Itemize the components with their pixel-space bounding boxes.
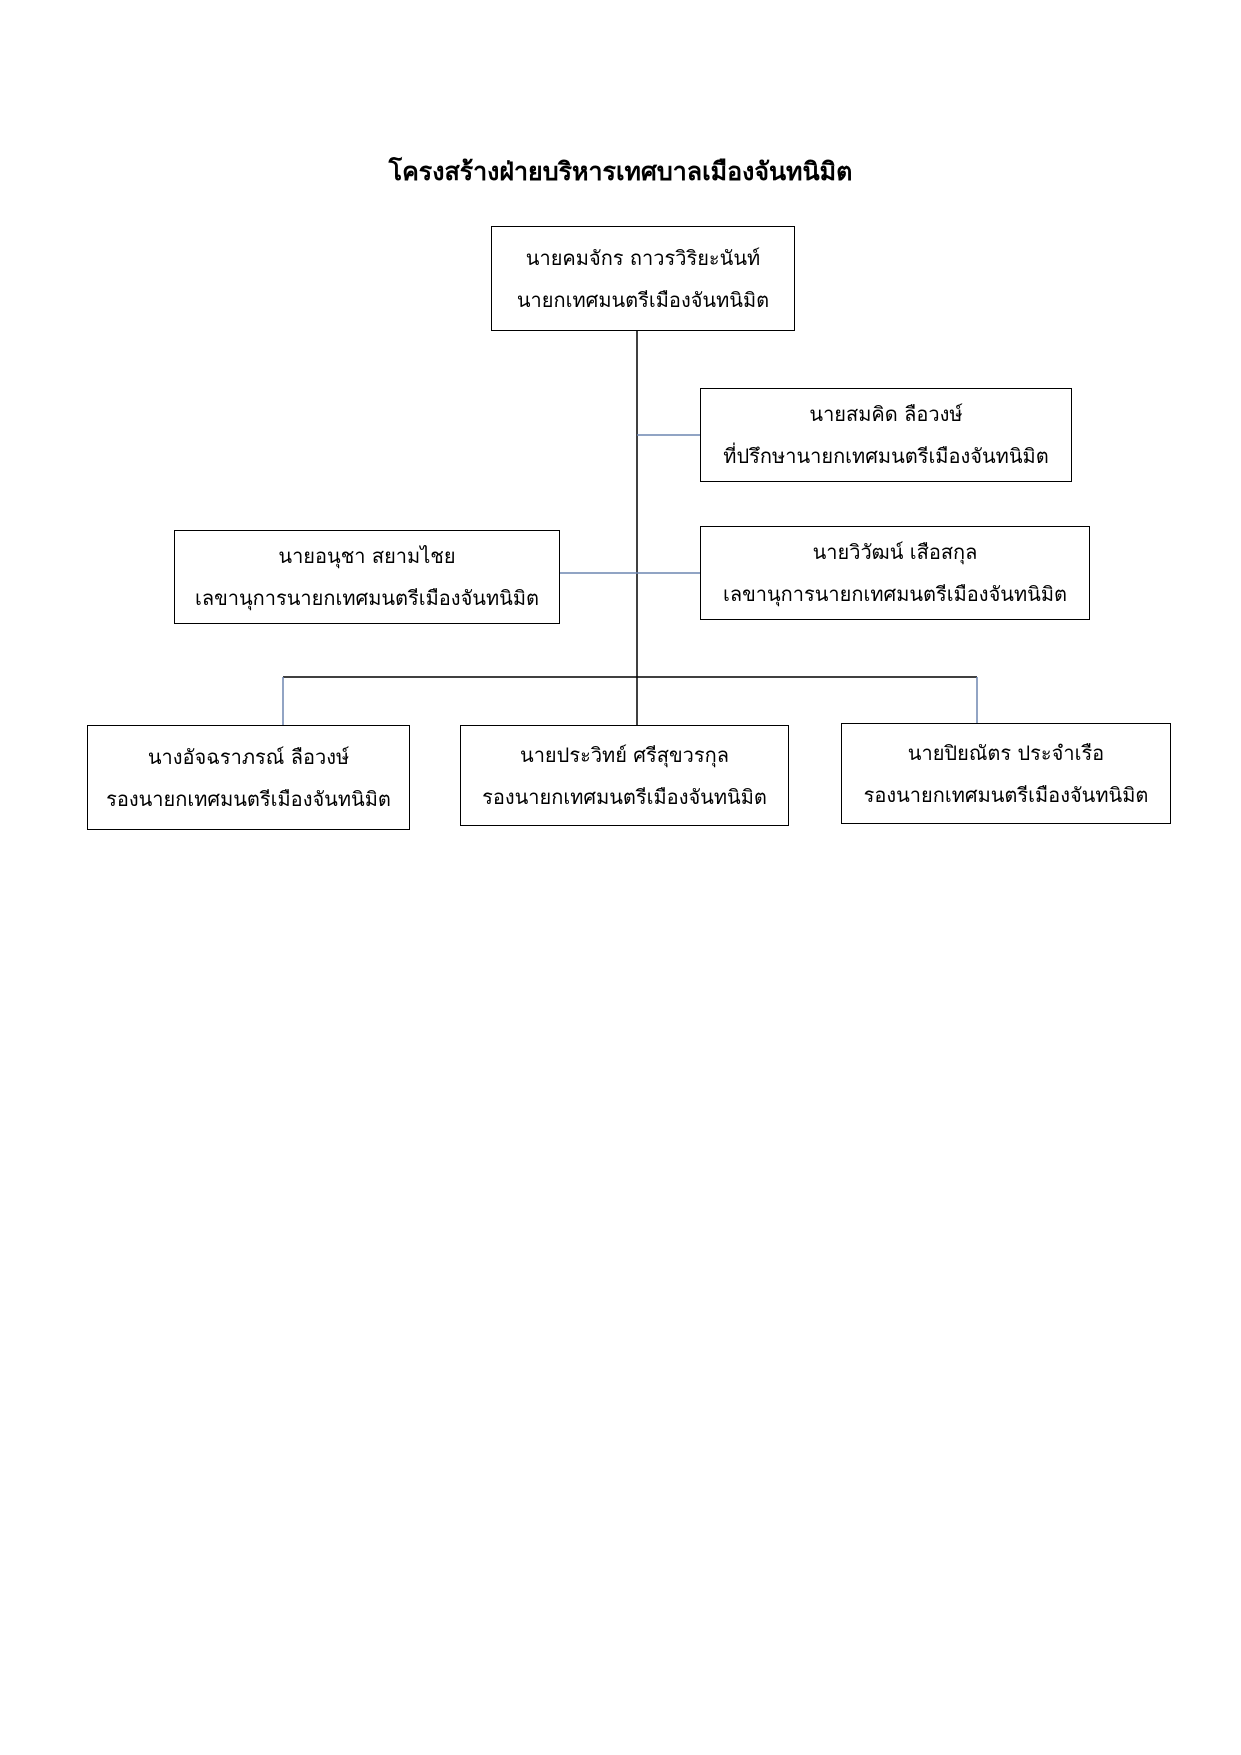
secretary-left-box: นายอนุชา สยามไชย เลขานุการนายกเทศมนตรีเม…	[174, 530, 560, 624]
secretary-right-position: เลขานุการนายกเทศมนตรีเมืองจันทนิมิต	[723, 582, 1067, 606]
deputy-right-position: รองนายกเทศมนตรีเมืองจันทนิมิต	[863, 782, 1149, 807]
chart-title: โครงสร้างฝ่ายบริหารเทศบาลเมืองจันทนิมิต	[388, 157, 853, 186]
mayor-name: นายคมจักร ถาวรวิริยะนันท์	[525, 245, 761, 270]
deputy-center-position: รองนายกเทศมนตรีเมืองจันทนิมิต	[482, 784, 767, 809]
advisor-name: นายสมคิด ลือวงษ์	[809, 402, 963, 426]
deputy-left-box: นางอัจฉราภรณ์ ลือวงษ์ รองนายกเทศมนตรีเมื…	[87, 725, 410, 830]
secretary-right-name: นายวิวัฒน์ เสือสกุล	[812, 540, 978, 564]
advisor-box: นายสมคิด ลือวงษ์ ที่ปรึกษานายกเทศมนตรีเม…	[700, 388, 1072, 482]
advisor-position: ที่ปรึกษานายกเทศมนตรีเมืองจันทนิมิต	[723, 444, 1049, 468]
deputy-left-name: นางอัจฉราภรณ์ ลือวงษ์	[147, 744, 350, 769]
mayor-box: นายคมจักร ถาวรวิริยะนันท์ นายกเทศมนตรีเม…	[491, 226, 795, 331]
deputy-left-position: รองนายกเทศมนตรีเมืองจันทนิมิต	[106, 786, 391, 811]
mayor-position: นายกเทศมนตรีเมืองจันทนิมิต	[516, 287, 770, 312]
deputy-center-name: นายประวิทย์ ศรีสุขวรกุล	[520, 742, 729, 767]
deputy-right-box: นายปิยณัตร ประจำเรือ รองนายกเทศมนตรีเมือ…	[841, 723, 1171, 824]
secretary-left-name: นายอนุชา สยามไชย	[278, 544, 456, 568]
deputy-right-name: นายปิยณัตร ประจำเรือ	[907, 740, 1105, 765]
secretary-right-box: นายวิวัฒน์ เสือสกุล เลขานุการนายกเทศมนตร…	[700, 526, 1090, 620]
secretary-left-position: เลขานุการนายกเทศมนตรีเมืองจันทนิมิต	[195, 586, 539, 610]
deputy-center-box: นายประวิทย์ ศรีสุขวรกุล รองนายกเทศมนตรีเ…	[460, 725, 789, 826]
